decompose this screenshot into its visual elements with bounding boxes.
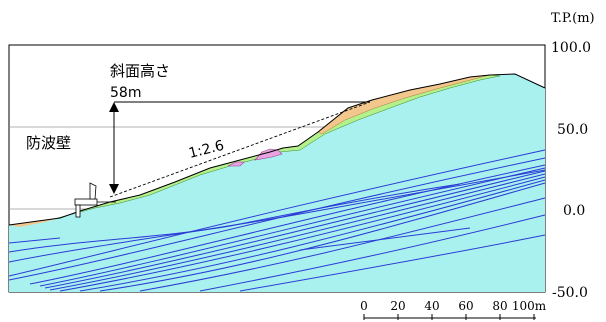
strata-lines [8, 149, 546, 292]
pink-layer-pocket-2 [227, 161, 245, 167]
slope-height-value: 58m [110, 85, 141, 101]
seawall [74, 182, 116, 218]
scale-tick-20: 20 [390, 299, 405, 313]
scale-tick-40: 40 [424, 299, 439, 313]
axis-tick-minus-50: -50.0 [552, 285, 588, 301]
seawall-label: 防波壁 [26, 134, 71, 152]
scale-tick-0: 0 [360, 299, 368, 313]
scale-bar: 0 20 40 60 80 100m [360, 299, 547, 320]
scale-tick-100m: 100m [512, 299, 547, 313]
ground-surface-line [8, 73, 546, 226]
slope-ratio-line [109, 101, 371, 198]
axis-tick-50: 50.0 [557, 122, 588, 138]
scale-tick-60: 60 [458, 299, 473, 313]
axis-tick-100: 100.0 [551, 40, 591, 56]
ground-body [9, 74, 545, 292]
slope-height-arrow [109, 101, 370, 194]
axis-unit-label: T.P.(m) [551, 11, 595, 26]
scale-tick-80: 80 [492, 299, 507, 313]
axis-tick-0: 0.0 [563, 203, 585, 219]
slope-height-label: 斜面高さ [110, 62, 170, 80]
